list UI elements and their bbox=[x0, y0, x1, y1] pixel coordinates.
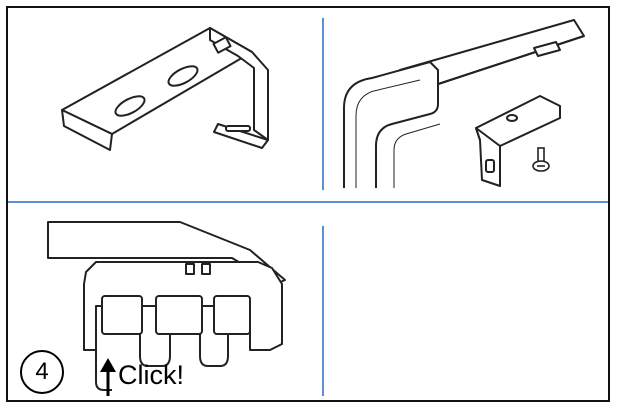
click-arrow-icon bbox=[100, 358, 116, 396]
screw-icon bbox=[532, 147, 550, 172]
step-number-badge: 4 bbox=[20, 350, 64, 394]
instruction-frame bbox=[6, 6, 610, 402]
mounting-bracket-icon bbox=[61, 27, 269, 151]
rail-bracket-icon bbox=[343, 19, 585, 188]
rail-profile-icon bbox=[47, 221, 286, 391]
click-instruction-label: Click! bbox=[118, 360, 184, 390]
